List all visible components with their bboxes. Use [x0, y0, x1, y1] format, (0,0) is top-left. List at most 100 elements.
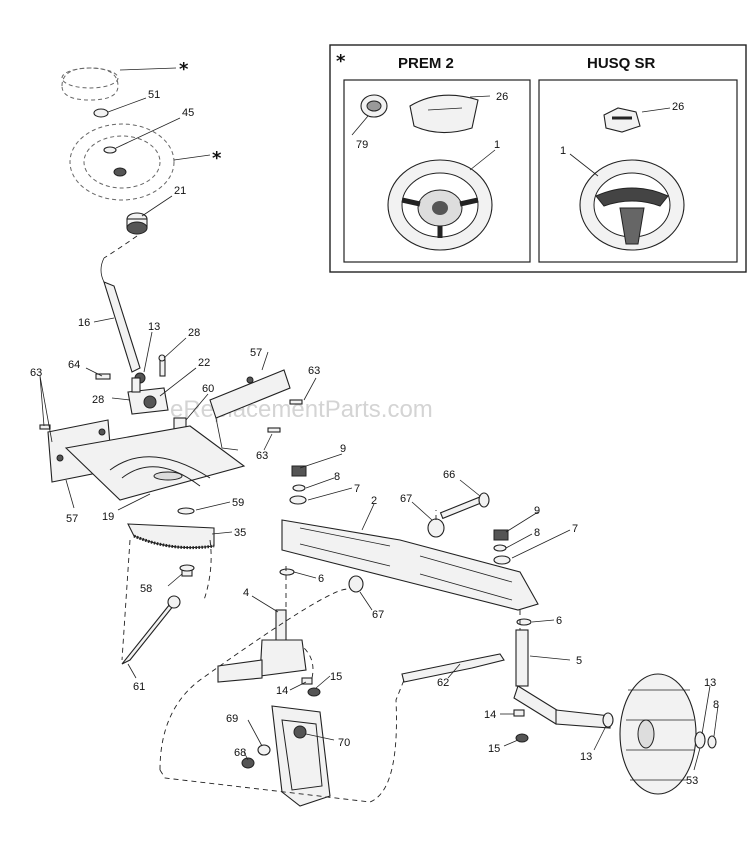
assembly-line-d — [159, 679, 405, 803]
washers-left — [289, 465, 307, 505]
pivot-bolt-66 — [439, 492, 490, 520]
callout-6-left: 6 — [318, 573, 324, 585]
callout-4: 4 — [243, 587, 249, 599]
front-wheel — [619, 673, 697, 795]
leader-lines — [39, 67, 719, 771]
nut-15-left — [307, 687, 321, 697]
callout-9-right: 9 — [534, 505, 540, 517]
washer-59 — [177, 507, 195, 515]
callout-21: 21 — [174, 185, 186, 197]
nut-14-left — [301, 677, 313, 685]
callout-cap-asterisk: * — [179, 59, 189, 80]
nut-15-right — [515, 733, 529, 743]
bushing-67-lower — [348, 575, 364, 593]
callout-67-lower: 67 — [372, 609, 384, 621]
callout-13-top: 13 — [148, 321, 160, 333]
nut-14-right — [513, 709, 525, 717]
spindle-5 — [513, 629, 611, 729]
bushing-67-upper — [427, 518, 445, 538]
adapter-51 — [93, 108, 109, 118]
callout-14-right: 14 — [484, 709, 496, 721]
callout-15-left: 15 — [330, 671, 342, 683]
callout-63-right: 63 — [308, 365, 320, 377]
drag-link-61 — [121, 595, 181, 665]
assembly-line-b — [203, 539, 212, 601]
tie-rod-62 — [401, 653, 505, 683]
assembly-line-g — [303, 647, 314, 679]
callout-51: 51 — [148, 89, 160, 101]
spacer-6-right — [516, 618, 532, 626]
assembly-line-c — [159, 588, 351, 771]
callout-8-right: 8 — [534, 527, 540, 539]
husq-steering-wheel — [579, 159, 685, 251]
prem2-cap — [409, 94, 479, 134]
callout-8-wheel: 8 — [713, 699, 719, 711]
steering-base-plate — [64, 425, 246, 501]
callout-57-left: 57 — [66, 513, 78, 525]
husq-callout-1: 1 — [560, 145, 566, 157]
prem2-callout-1: 1 — [494, 139, 500, 151]
callout-57-right: 57 — [250, 347, 262, 359]
callout-70: 70 — [338, 737, 350, 749]
steering-plate-70 — [271, 705, 331, 807]
callout-45: 45 — [182, 107, 194, 119]
callout-68: 68 — [234, 747, 246, 759]
callout-22: 22 — [198, 357, 210, 369]
callout-69: 69 — [226, 713, 238, 725]
callout-13-axle: 13 — [580, 751, 592, 763]
callout-13-wheel: 13 — [704, 677, 716, 689]
sector-gear-35 — [127, 523, 215, 550]
callout-9-left: 9 — [340, 443, 346, 455]
inset-title-husq-sr: HUSQ SR — [587, 55, 656, 72]
callout-62: 62 — [437, 677, 449, 689]
assembly-line-a — [121, 539, 131, 661]
callout-63-lower: 63 — [256, 450, 268, 462]
steering-shaft-16 — [100, 257, 146, 384]
mount-plate-right — [209, 369, 291, 451]
washers-right — [493, 529, 511, 565]
axle-2 — [281, 519, 539, 611]
callout-16: 16 — [78, 317, 90, 329]
bolt-28-top — [158, 354, 166, 377]
callout-66: 66 — [443, 469, 455, 481]
prem2-callout-26: 26 — [496, 91, 508, 103]
prem2-emblem — [360, 94, 388, 118]
prem2-callout-79: 79 — [356, 139, 368, 151]
steering-wheel-ghost — [69, 123, 175, 201]
inset-asterisk: * — [336, 51, 346, 72]
callout-64: 64 — [68, 359, 80, 371]
callout-14-left: 14 — [276, 685, 288, 697]
callout-58: 58 — [140, 583, 152, 595]
callout-59: 59 — [232, 497, 244, 509]
callout-7-right: 7 — [572, 523, 578, 535]
callout-19: 19 — [102, 511, 114, 523]
callout-5: 5 — [576, 655, 582, 667]
inset-title-prem2: PREM 2 — [398, 55, 454, 72]
callout-53: 53 — [686, 775, 698, 787]
callout-60: 60 — [202, 383, 214, 395]
bushing-21 — [126, 212, 148, 235]
wheel-washers — [602, 712, 717, 749]
husq-cap — [603, 107, 641, 133]
callout-6-right: 6 — [556, 615, 562, 627]
callout-15-right: 15 — [488, 743, 500, 755]
bolts-63 — [39, 399, 303, 433]
callout-28-top: 28 — [188, 327, 200, 339]
bolt-58 — [179, 564, 195, 577]
callout-7-left: 7 — [354, 483, 360, 495]
callout-61: 61 — [133, 681, 145, 693]
callout-63-left: 63 — [30, 367, 42, 379]
callout-35: 35 — [234, 527, 246, 539]
wheel-cap — [61, 67, 119, 101]
husq-callout-26: 26 — [672, 101, 684, 113]
hardware-68-69 — [241, 744, 271, 769]
callout-28-bottom: 28 — [92, 394, 104, 406]
spacer-6-left — [279, 568, 295, 576]
callout-8-left: 8 — [334, 471, 340, 483]
spindle-4 — [217, 609, 307, 683]
pinion-bracket — [127, 377, 169, 415]
callout-67-upper: 67 — [400, 493, 412, 505]
prem2-steering-wheel — [387, 159, 493, 251]
callout-wheel-asterisk: * — [212, 148, 222, 169]
